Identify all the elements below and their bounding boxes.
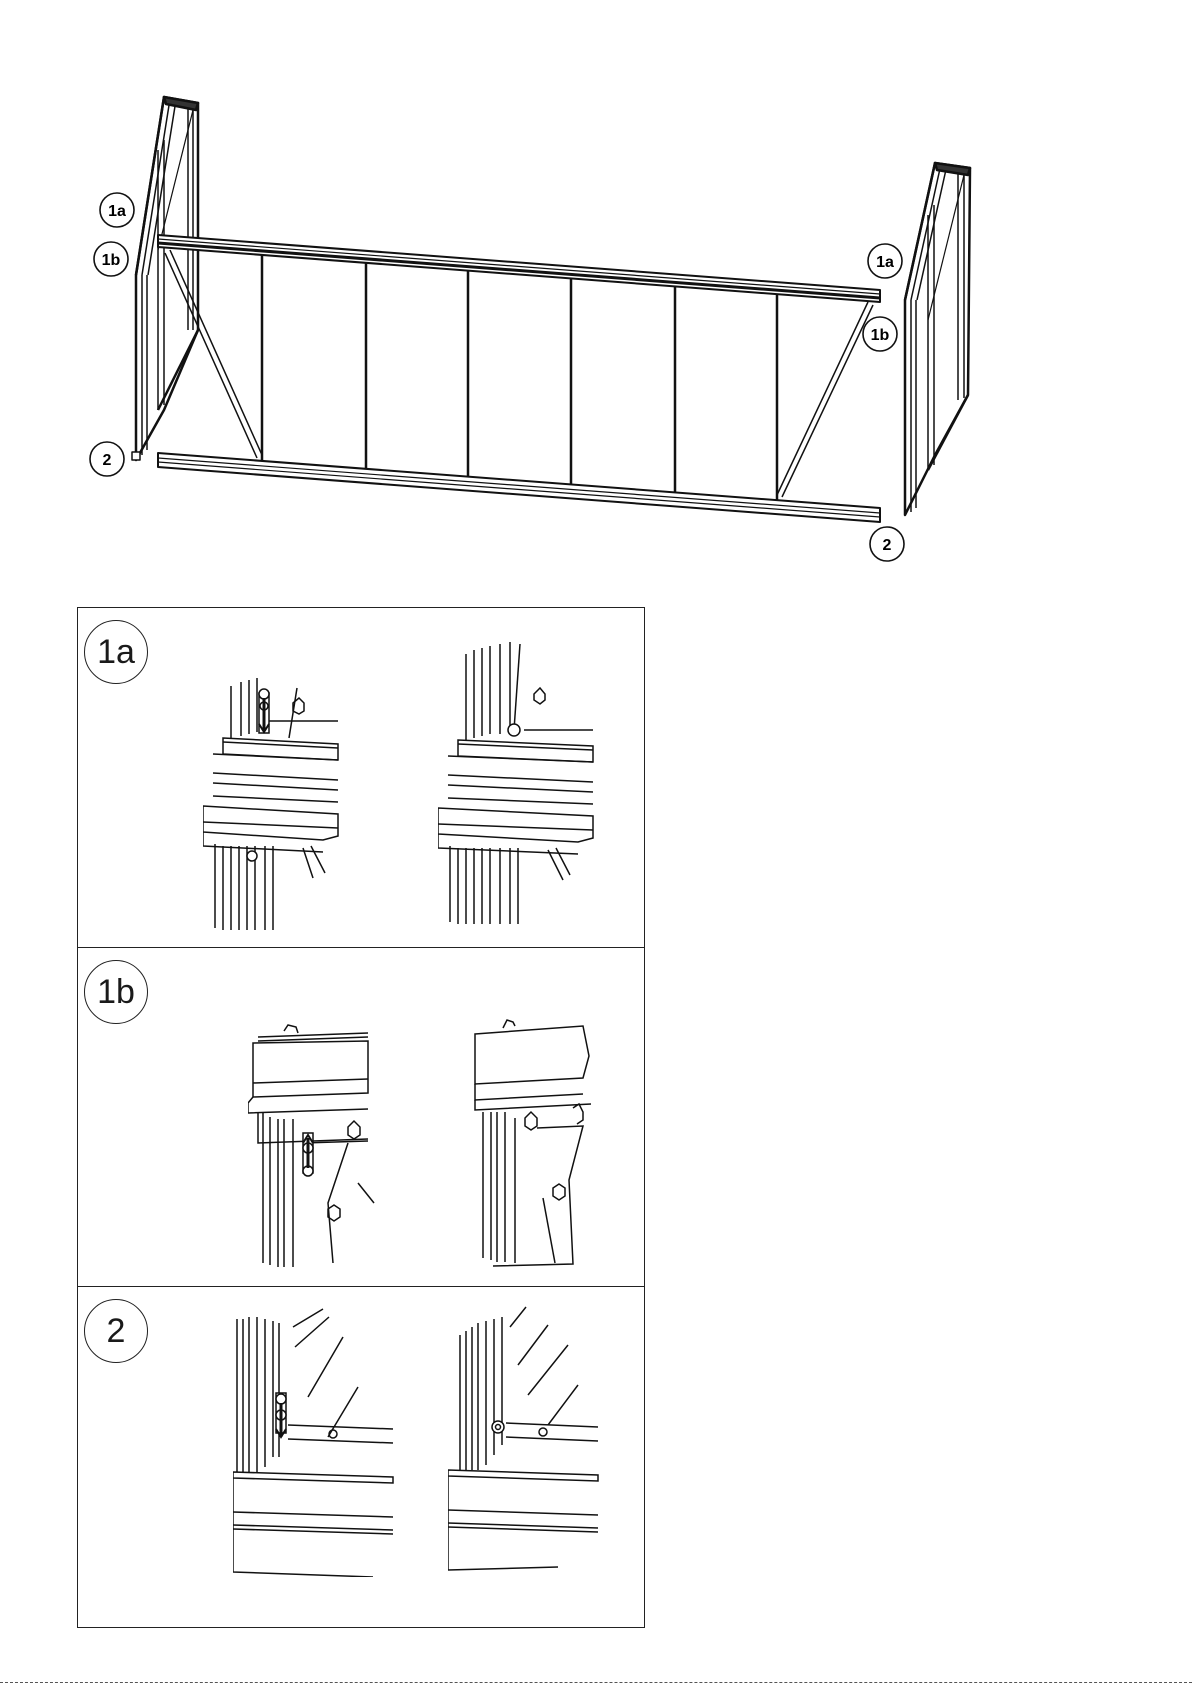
overview-assembly-drawing: 1a 1b 2 1a 1b 2 xyxy=(0,0,1192,580)
page-bottom-rule xyxy=(0,1682,1192,1683)
left-end-frame xyxy=(132,97,198,460)
svg-text:2: 2 xyxy=(883,537,892,554)
detail-2-before xyxy=(233,1307,403,1577)
glazing-bars xyxy=(262,255,777,500)
svg-text:1b: 1b xyxy=(871,327,890,344)
detail-steps-box: 1a xyxy=(77,607,645,1628)
detail-2-after xyxy=(448,1305,608,1575)
step-badge: 1b xyxy=(84,960,148,1024)
step-panel-1b: 1b xyxy=(78,948,644,1287)
right-end-frame xyxy=(905,163,970,515)
step-panel-1a: 1a xyxy=(78,608,644,948)
callout-right-1b: 1b xyxy=(863,317,897,351)
callout-left-1a: 1a xyxy=(100,193,134,227)
callout-left-2: 2 xyxy=(90,442,124,476)
callout-right-1a: 1a xyxy=(868,244,902,278)
callout-right-2: 2 xyxy=(870,527,904,561)
step-badge: 1a xyxy=(84,620,148,684)
detail-1a-after xyxy=(438,630,608,930)
step-panel-2: 2 xyxy=(78,1287,644,1627)
svg-text:1a: 1a xyxy=(108,203,126,220)
callout-left-1b: 1b xyxy=(94,242,128,276)
step-badge: 2 xyxy=(84,1299,148,1363)
detail-1b-after xyxy=(473,1008,603,1270)
top-rail xyxy=(158,235,880,302)
svg-text:2: 2 xyxy=(103,452,112,469)
detail-1b-before xyxy=(248,1013,388,1268)
svg-text:1a: 1a xyxy=(876,254,894,271)
bottom-rail xyxy=(158,453,880,522)
detail-1a-before xyxy=(203,668,363,938)
svg-text:1b: 1b xyxy=(102,252,121,269)
